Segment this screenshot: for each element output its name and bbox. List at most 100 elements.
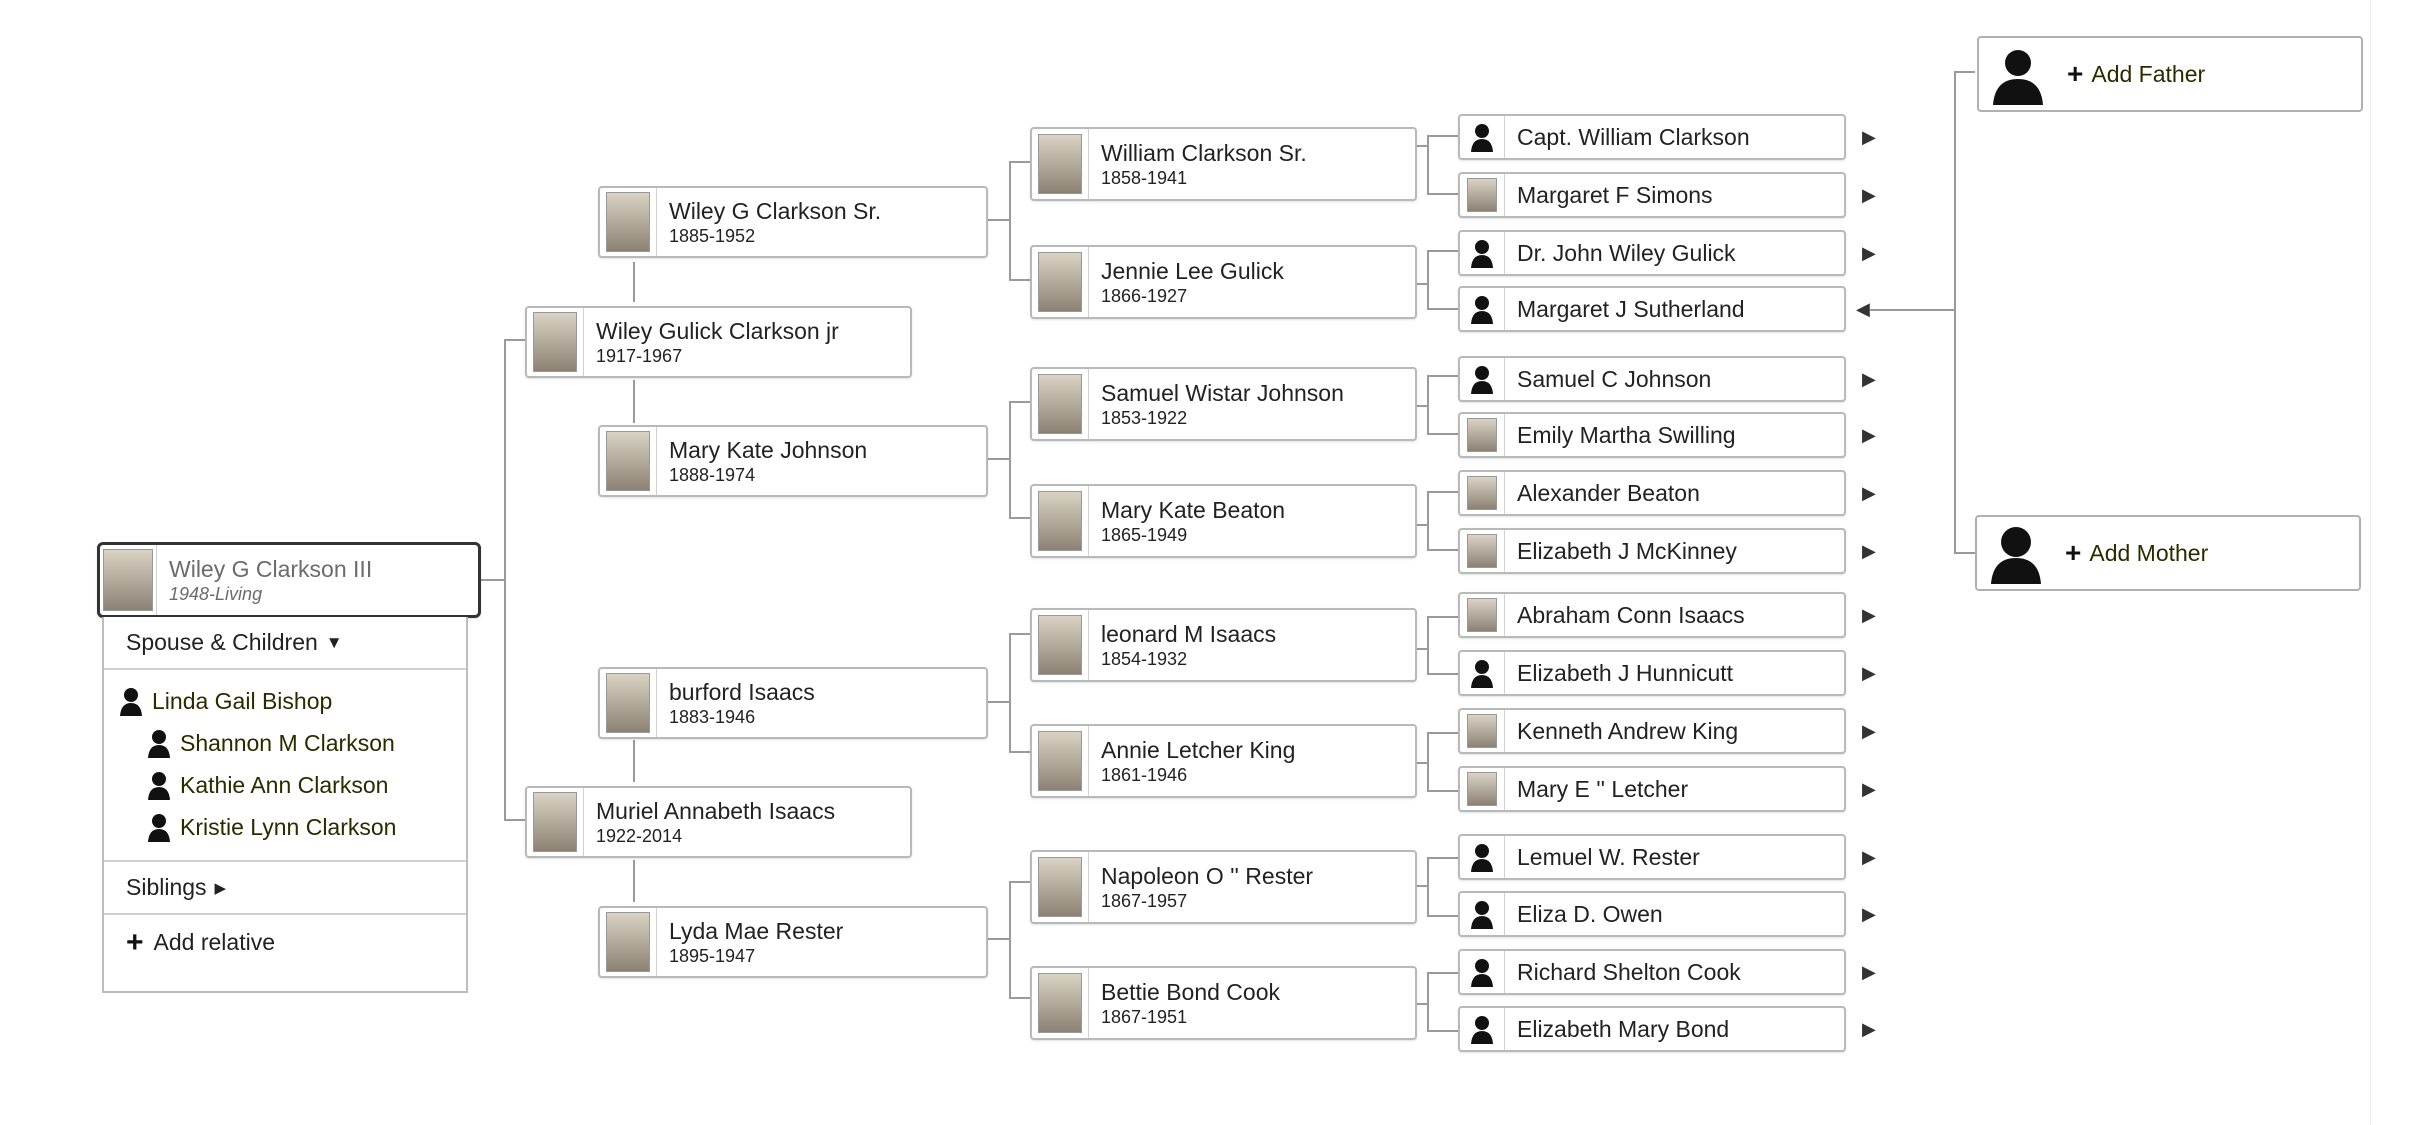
expand-arrow-icon[interactable]: ▶ xyxy=(1862,483,1876,503)
person-photo xyxy=(1460,174,1505,216)
expand-arrow-icon[interactable]: ▶ xyxy=(1862,369,1876,389)
person-name: Alexander Beaton xyxy=(1517,479,1700,506)
person-dates: 1853-1922 xyxy=(1101,407,1188,428)
expand-arrow-icon[interactable]: ▶ xyxy=(1862,185,1876,205)
person-silhouette-icon xyxy=(1469,238,1495,268)
root-name: Wiley G Clarkson III xyxy=(169,555,373,582)
collapse-arrow-icon[interactable]: ◀ xyxy=(1856,299,1870,319)
person-silhouette-icon xyxy=(146,770,172,800)
gen4-person-card[interactable]: Elizabeth Mary Bond xyxy=(1458,1006,1846,1052)
add-relative-button[interactable]: + Add relative xyxy=(126,925,275,959)
gen4-person-card[interactable]: Richard Shelton Cook xyxy=(1458,949,1846,995)
person-photo xyxy=(1032,247,1089,317)
person-silhouette-icon xyxy=(118,686,144,716)
gen4-person-card[interactable]: Capt. William Clarkson xyxy=(1458,114,1846,160)
gen4-person-card[interactable]: Emily Martha Swilling xyxy=(1458,412,1846,458)
expand-arrow-icon[interactable]: ▶ xyxy=(1862,425,1876,445)
expand-arrow-icon[interactable]: ▶ xyxy=(1862,127,1876,147)
gen4-person-card[interactable]: Elizabeth J Hunnicutt xyxy=(1458,650,1846,696)
person-silhouette-icon xyxy=(146,728,172,758)
expand-arrow-icon[interactable]: ▶ xyxy=(1862,721,1876,741)
person-dates: 1895-1947 xyxy=(669,945,756,966)
person-dates: 1883-1946 xyxy=(669,706,756,727)
spouse-link[interactable]: Linda Gail Bishop xyxy=(118,680,466,722)
person-silhouette-icon xyxy=(1469,842,1495,872)
person-name: Elizabeth J Hunnicutt xyxy=(1517,659,1734,686)
person-photo xyxy=(1460,288,1505,330)
gen4-person-card[interactable]: Elizabeth J McKinney xyxy=(1458,528,1846,574)
person-photo xyxy=(600,908,657,976)
gen4-person-card[interactable]: Samuel C Johnson xyxy=(1458,356,1846,402)
root-person-card[interactable]: Wiley G Clarkson III 1948-Living xyxy=(97,542,481,618)
great-grandparent-card[interactable]: William Clarkson Sr.1858-1941 xyxy=(1030,127,1417,201)
person-photo xyxy=(1460,232,1505,274)
gen4-person-card[interactable]: Lemuel W. Rester xyxy=(1458,834,1846,880)
person-name: Mary E '' Letcher xyxy=(1517,775,1689,802)
gen4-person-card[interactable]: Eliza D. Owen xyxy=(1458,891,1846,937)
person-photo xyxy=(1460,768,1505,810)
person-dates: 1867-1951 xyxy=(1101,1006,1188,1027)
child-link[interactable]: Kristie Lynn Clarkson xyxy=(146,806,466,848)
person-name: Bettie Bond Cook xyxy=(1101,978,1281,1005)
root-dates: 1948-Living xyxy=(169,583,263,604)
expand-arrow-icon[interactable]: ▶ xyxy=(1862,962,1876,982)
person-name: Dr. John Wiley Gulick xyxy=(1517,239,1736,266)
person-silhouette-icon xyxy=(1469,957,1495,987)
person-dates: 1866-1927 xyxy=(1101,285,1188,306)
child-link[interactable]: Kathie Ann Clarkson xyxy=(146,764,466,806)
person-photo xyxy=(1032,726,1089,796)
expand-arrow-icon[interactable]: ▶ xyxy=(1862,243,1876,263)
gen4-person-card[interactable]: Kenneth Andrew King xyxy=(1458,708,1846,754)
person-photo xyxy=(1460,951,1505,993)
spouse-children-toggle[interactable]: Spouse & Children ▼ xyxy=(126,629,343,655)
gen4-person-card[interactable]: Dr. John Wiley Gulick xyxy=(1458,230,1846,276)
gen4-person-card[interactable]: Mary E '' Letcher xyxy=(1458,766,1846,812)
person-dates: 1867-1957 xyxy=(1101,890,1188,911)
chevron-right-icon: ▶ xyxy=(214,879,227,897)
add-mother-button[interactable]: + Add Mother xyxy=(1975,515,2361,591)
gen4-person-card[interactable]: Margaret F Simons xyxy=(1458,172,1846,218)
child-link[interactable]: Shannon M Clarkson xyxy=(146,722,466,764)
person-name: Margaret F Simons xyxy=(1517,181,1713,208)
person-photo xyxy=(1460,530,1505,572)
expand-arrow-icon[interactable]: ▶ xyxy=(1862,847,1876,867)
siblings-toggle[interactable]: Siblings ▶ xyxy=(126,874,227,900)
person-dates: 1861-1946 xyxy=(1101,764,1188,785)
person-photo xyxy=(1460,1008,1505,1050)
expand-arrow-icon[interactable]: ▶ xyxy=(1862,779,1876,799)
person-photo xyxy=(600,188,657,256)
person-dates: 1888-1974 xyxy=(669,464,756,485)
person-name: Mary Kate Johnson xyxy=(669,436,868,463)
family-panel: Spouse & Children ▼ Linda Gail Bishop Sh… xyxy=(102,617,468,993)
person-name: Lemuel W. Rester xyxy=(1517,843,1700,870)
expand-arrow-icon[interactable]: ▶ xyxy=(1862,605,1876,625)
gen4-person-card[interactable]: Abraham Conn Isaacs xyxy=(1458,592,1846,638)
expand-arrow-icon[interactable]: ▶ xyxy=(1862,1019,1876,1039)
person-photo xyxy=(1460,358,1505,400)
gen4-person-card[interactable]: Margaret J Sutherland xyxy=(1458,286,1846,332)
person-dates: 1922-2014 xyxy=(596,825,683,846)
person-silhouette-icon xyxy=(1469,899,1495,929)
person-photo xyxy=(1460,594,1505,636)
expand-arrow-icon[interactable]: ▶ xyxy=(1862,663,1876,683)
gen4-person-card[interactable]: Alexander Beaton xyxy=(1458,470,1846,516)
expand-arrow-icon[interactable]: ▶ xyxy=(1862,541,1876,561)
add-father-button[interactable]: + Add Father xyxy=(1977,36,2363,112)
person-name: William Clarkson Sr. xyxy=(1101,139,1307,166)
person-name: Muriel Annabeth Isaacs xyxy=(596,797,836,824)
grandparent-card[interactable]: Wiley G Clarkson Sr.1885-1952 xyxy=(598,186,988,258)
expand-arrow-icon[interactable]: ▶ xyxy=(1862,904,1876,924)
person-name: Wiley Gulick Clarkson jr xyxy=(596,317,839,344)
